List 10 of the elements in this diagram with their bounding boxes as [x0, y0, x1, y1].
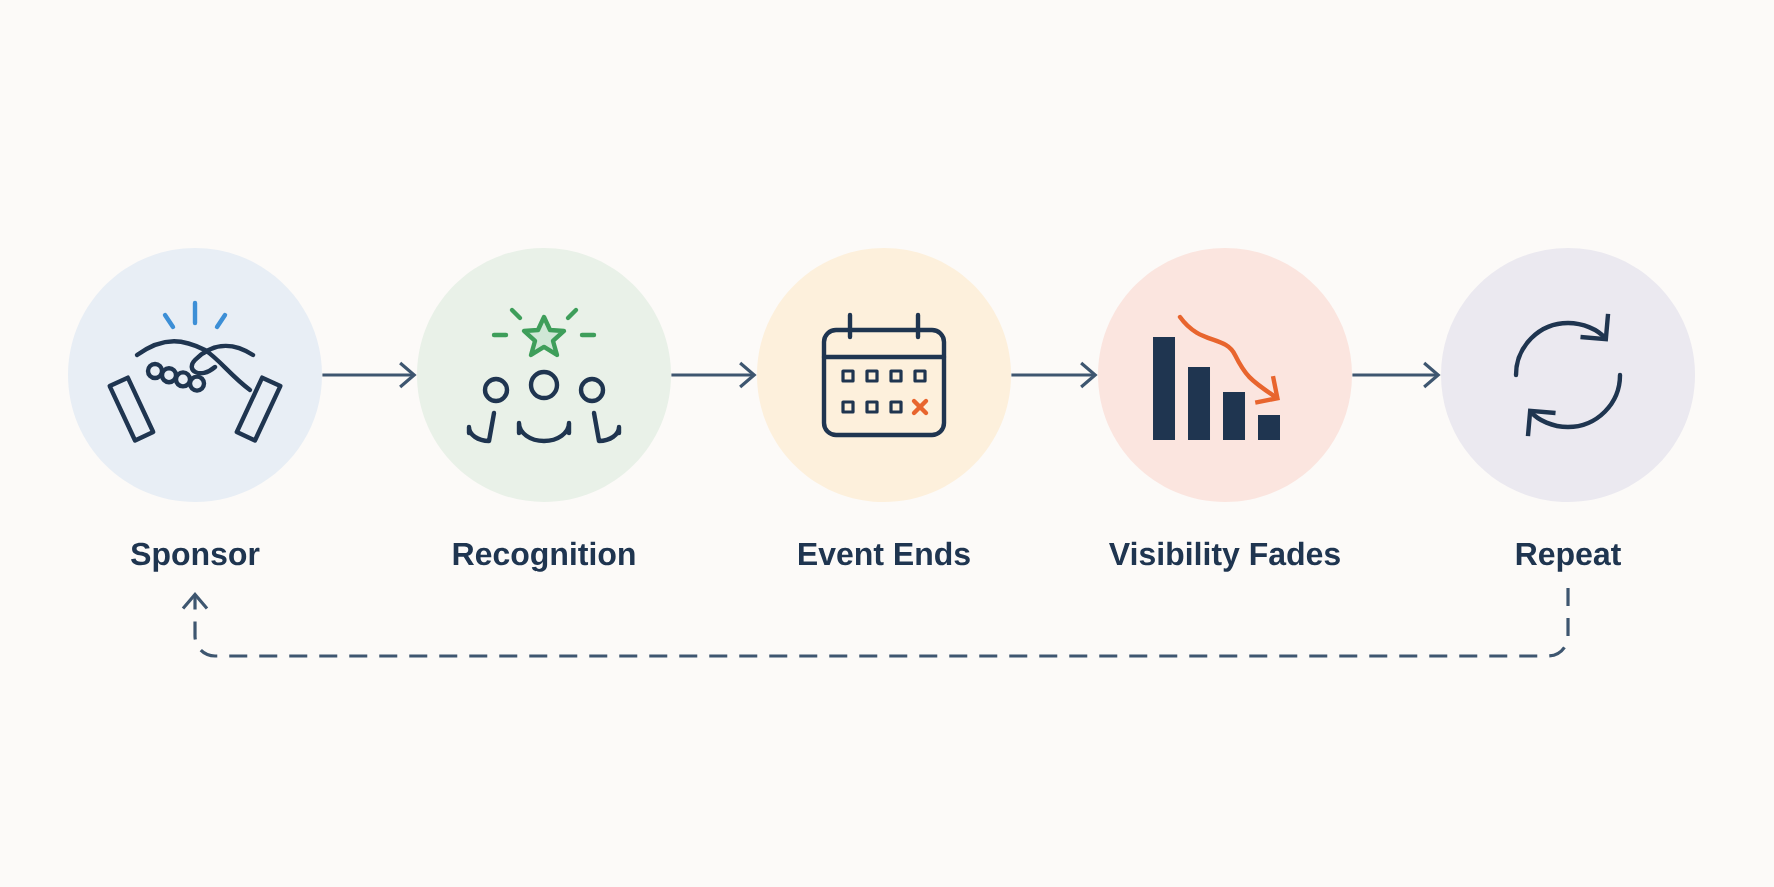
arrow — [1352, 361, 1441, 389]
step-label: Repeat — [1516, 543, 1621, 572]
arrow — [322, 361, 417, 389]
arrow — [671, 361, 757, 389]
loop-arrow — [181, 588, 1570, 658]
step-label: Event Ends — [799, 541, 970, 566]
arrow — [1011, 361, 1098, 389]
step-label: Recognition — [453, 541, 635, 572]
step-label: Visibility Fades — [1109, 541, 1340, 572]
step-label: Sponsor — [131, 542, 260, 572]
